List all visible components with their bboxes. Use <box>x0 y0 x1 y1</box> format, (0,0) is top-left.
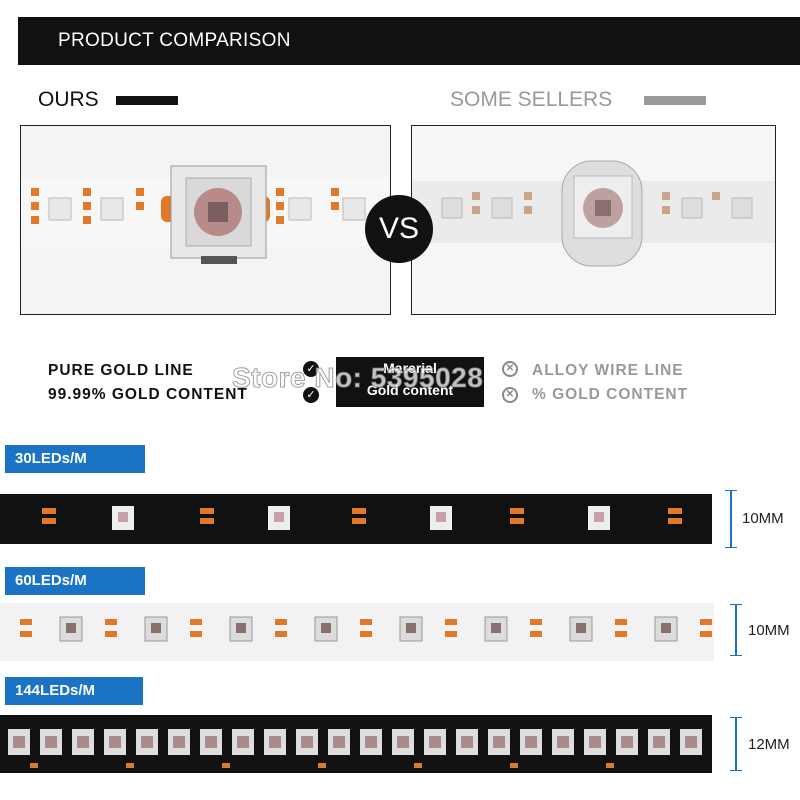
dim-60leds <box>730 604 742 656</box>
strip-30leds-illustration <box>42 506 682 530</box>
ours-strip-closeup <box>20 125 391 315</box>
material-line1: Marerial <box>383 360 437 376</box>
check-circle-icon: ✓ <box>303 361 319 377</box>
strip-60leds <box>0 603 714 661</box>
store-watermark: Store No: 5395028 <box>231 362 484 394</box>
tag-30leds-label: 30LEDs/M <box>15 450 87 467</box>
material-line2: Gold content <box>366 382 454 398</box>
strip-30leds <box>0 494 712 544</box>
width-144leds: 12MM <box>748 736 790 753</box>
ours-feature-line1: PURE GOLD LINE <box>48 362 194 379</box>
tag-60leds: 60LEDs/M <box>5 567 145 595</box>
cross-circle-icon: ✕ <box>502 361 518 377</box>
theirs-feature-line2: % GOLD CONTENT <box>532 386 689 403</box>
cross-circle-icon: ✕ <box>502 387 518 403</box>
some-sellers-label: SOME SELLERS <box>450 88 613 111</box>
some-sellers-strip-closeup <box>411 125 776 315</box>
strip-60leds-illustration <box>20 616 712 642</box>
ours-label: OURS <box>38 88 99 111</box>
ours-strip-illustration <box>21 165 390 264</box>
tag-144leds-label: 144LEDs/M <box>15 682 96 699</box>
product-comparison-banner: PRODUCT COMPARISON <box>18 17 800 65</box>
check-circle-icon: ✓ <box>303 387 319 403</box>
banner-title: PRODUCT COMPARISON <box>58 30 291 51</box>
ours-feature-line2: 99.99% GOLD CONTENT <box>48 386 248 403</box>
some-sellers-strip-illustration <box>412 160 775 267</box>
width-60leds: 10MM <box>748 622 790 639</box>
strip-144leds <box>0 715 712 773</box>
theirs-feature-line1: ALLOY WIRE LINE <box>532 362 684 379</box>
dim-144leds <box>730 717 742 771</box>
tag-60leds-label: 60LEDs/M <box>15 572 87 589</box>
material-gold-content-box: Marerial Gold content <box>336 357 484 407</box>
tag-144leds: 144LEDs/M <box>5 677 143 705</box>
dim-30leds <box>725 490 737 548</box>
tag-30leds: 30LEDs/M <box>5 445 145 473</box>
vs-badge: VS <box>365 195 433 263</box>
width-30leds: 10MM <box>742 510 784 527</box>
some-sellers-legend-bar <box>644 96 706 105</box>
strip-144leds-illustration <box>8 729 702 768</box>
ours-legend-bar <box>116 96 178 105</box>
